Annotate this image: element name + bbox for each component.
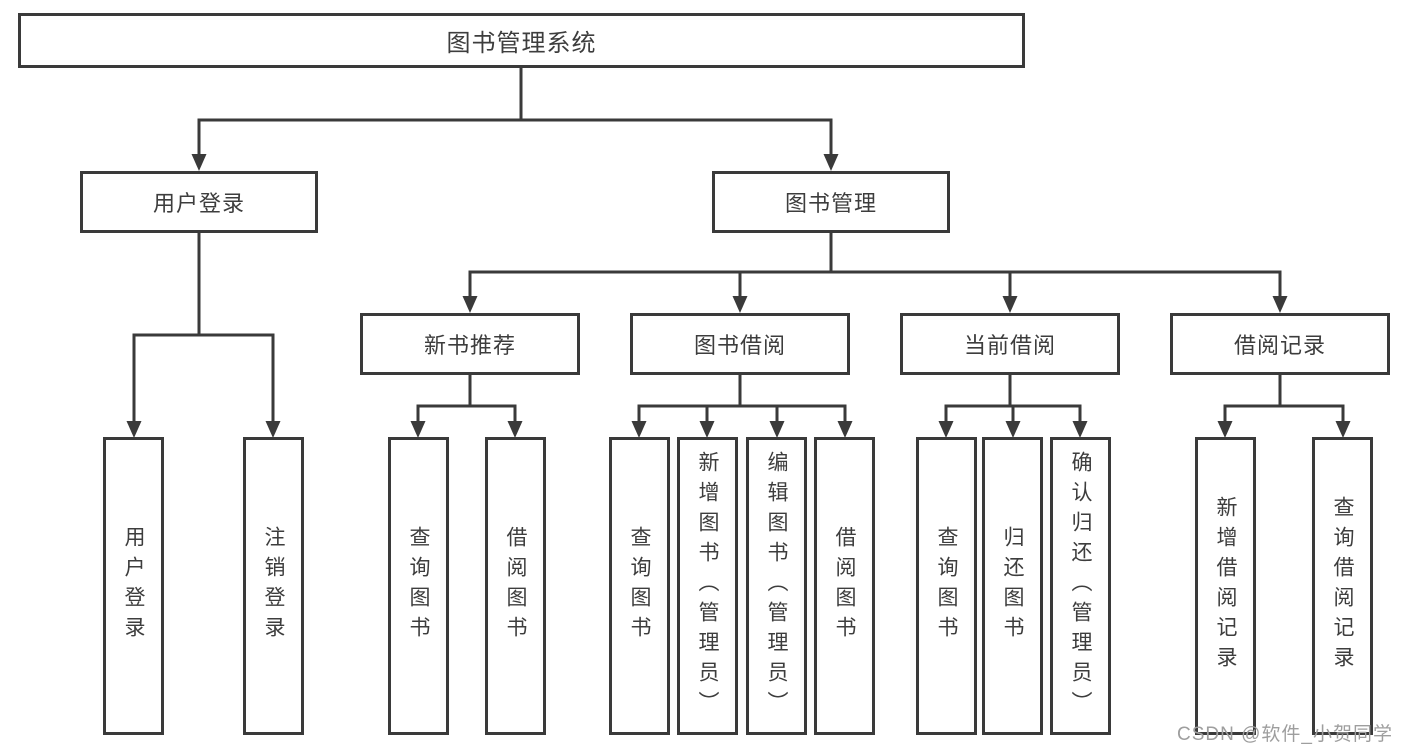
edge-user-login-to-leaves [126, 231, 281, 438]
node-leaf-edit-books-admin: 编辑图书（管理员） [746, 437, 807, 735]
arrowhead [769, 421, 785, 438]
node-leaf-user-login: 用户登录 [103, 437, 164, 735]
edge-root-to-level2 [191, 66, 839, 171]
node-label: 图书管理系统 [446, 30, 597, 57]
node-label: 注销登录 [262, 526, 285, 646]
node-leaf-query-books: 查询图书 [388, 437, 449, 735]
node-label: 新增借阅记录 [1214, 496, 1237, 676]
edge-new-book-to-leaves [410, 373, 523, 438]
node-new-book-recommendation: 新书推荐 [360, 313, 580, 375]
node-user-login: 用户登录 [80, 171, 318, 233]
node-root-system: 图书管理系统 [18, 13, 1025, 68]
node-leaf-return-books: 归还图书 [982, 437, 1043, 735]
arrowhead [507, 421, 523, 438]
node-current-borrowing: 当前借阅 [900, 313, 1120, 375]
arrowhead [837, 421, 853, 438]
node-label: 确认归还（管理员） [1069, 451, 1092, 721]
arrowhead [1217, 421, 1233, 438]
edge-current-borrow-to-leaves [938, 373, 1088, 438]
node-leaf-borrow-books: 借阅图书 [485, 437, 546, 735]
node-leaf-add-borrow-record: 新增借阅记录 [1195, 437, 1256, 735]
node-label: 新增图书（管理员） [696, 451, 719, 721]
node-label: 用户登录 [152, 191, 245, 216]
arrowhead [410, 421, 426, 438]
edge-book-mgmt-to-level3 [462, 231, 1288, 313]
node-leaf-logout: 注销登录 [243, 437, 304, 735]
node-label: 借阅图书 [833, 526, 856, 646]
node-leaf-confirm-return-admin: 确认归还（管理员） [1050, 437, 1111, 735]
node-label: 查询图书 [935, 526, 958, 646]
node-label: 编辑图书（管理员） [765, 451, 788, 721]
node-leaf-query-books: 查询图书 [609, 437, 670, 735]
arrowhead [1072, 421, 1088, 438]
node-label: 用户登录 [122, 526, 145, 646]
arrowhead [265, 421, 281, 438]
edge-book-borrow-to-leaves [631, 373, 853, 438]
arrowhead [191, 154, 207, 171]
arrowhead [938, 421, 954, 438]
node-label: 图书借阅 [693, 333, 786, 358]
node-label: 图书管理 [784, 191, 877, 216]
node-leaf-query-borrow-record: 查询借阅记录 [1312, 437, 1373, 735]
node-label: 借阅图书 [504, 526, 527, 646]
node-leaf-add-books-admin: 新增图书（管理员） [677, 437, 738, 735]
arrowhead [1335, 421, 1351, 438]
node-label: 查询借阅记录 [1331, 496, 1354, 676]
arrowhead [732, 296, 748, 313]
node-leaf-borrow-books: 借阅图书 [814, 437, 875, 735]
node-borrowing-records: 借阅记录 [1170, 313, 1390, 375]
arrowhead [699, 421, 715, 438]
node-label: 查询图书 [407, 526, 430, 646]
arrowhead [1002, 296, 1018, 313]
arrowhead [126, 421, 142, 438]
arrowhead [1005, 421, 1021, 438]
arrowhead [462, 296, 478, 313]
node-label: 归还图书 [1001, 526, 1024, 646]
node-book-borrowing: 图书借阅 [630, 313, 850, 375]
node-label: 新书推荐 [423, 333, 516, 358]
csdn-watermark: CSDN @软件_小贺同学 [1177, 724, 1393, 745]
node-book-management: 图书管理 [712, 171, 950, 233]
arrowhead [1272, 296, 1288, 313]
arrowhead [631, 421, 647, 438]
arrowhead [823, 154, 839, 171]
edge-borrow-record-to-leaves [1217, 373, 1351, 438]
node-label: 查询图书 [628, 526, 651, 646]
node-leaf-query-books: 查询图书 [916, 437, 977, 735]
node-label: 借阅记录 [1233, 333, 1326, 358]
node-label: 当前借阅 [963, 333, 1056, 358]
